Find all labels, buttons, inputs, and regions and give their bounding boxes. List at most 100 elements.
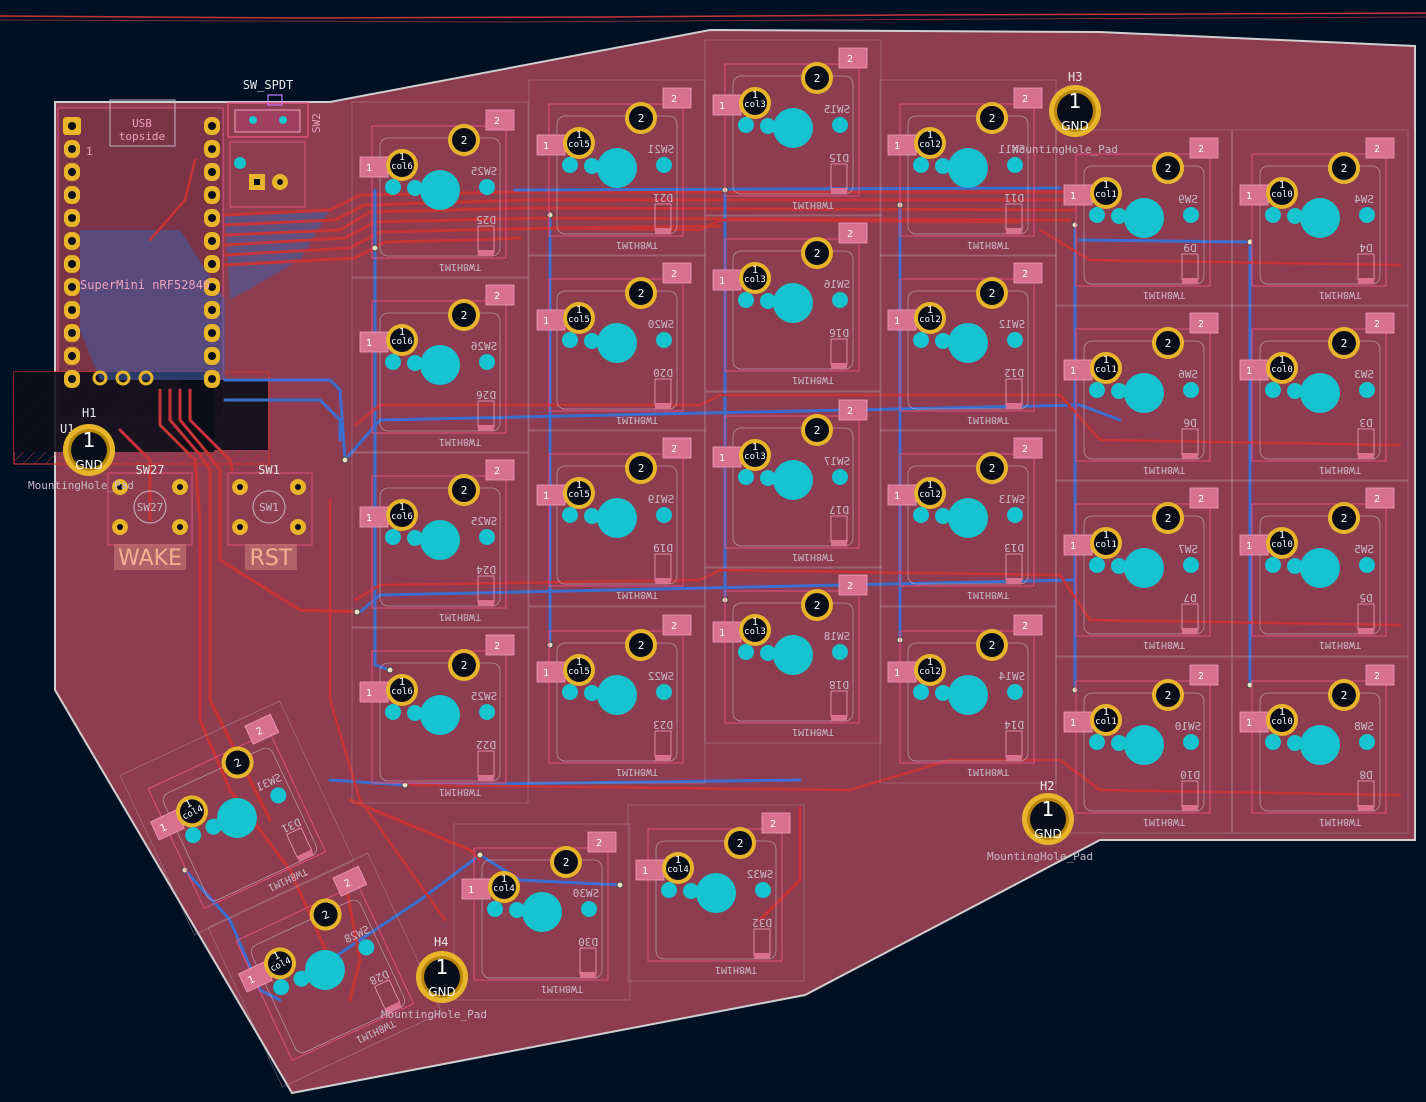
- key-courtyard: [1251, 153, 1387, 287]
- switch-led-pad: [1287, 735, 1303, 751]
- key-courtyard: [1075, 503, 1211, 637]
- pin-number: 2: [638, 287, 645, 300]
- mounting-hole-h1[interactable]: [63, 424, 115, 476]
- diode-ref: D30: [578, 935, 598, 948]
- key-courtyard: [1251, 680, 1387, 814]
- pad-number-1: 1: [1246, 191, 1252, 202]
- hotswap-pad-left: [887, 484, 917, 506]
- pin-number: 1: [752, 265, 758, 276]
- key-courtyard: [1075, 680, 1211, 814]
- column-net-label: col5: [568, 140, 590, 150]
- mcu-label: SuperMini nRF52840: [80, 278, 210, 292]
- rst-label: RST: [250, 546, 293, 571]
- key-courtyard: [724, 63, 860, 197]
- diode-ref: D17: [829, 503, 849, 516]
- key-fab-outline: [1259, 515, 1381, 635]
- diode-pad: [1006, 403, 1022, 409]
- diode-ref: D19: [653, 541, 673, 554]
- switch-led-pad: [760, 470, 776, 486]
- usb-label-2: topside: [119, 130, 165, 143]
- switch-peg-right: [656, 332, 672, 348]
- diode-pad: [478, 250, 494, 256]
- switch-ref: SW20: [648, 318, 675, 331]
- top-edge-trace-2: [0, 16, 1426, 23]
- switch-led-pad: [407, 530, 423, 546]
- key-fab-outline: [732, 602, 854, 722]
- switch-led-pad: [584, 685, 600, 701]
- mounting-hole-h3[interactable]: [1049, 85, 1101, 137]
- fab-ref: TW8H1M1: [1319, 639, 1361, 650]
- pin-number: 1: [399, 152, 405, 163]
- reset-switch[interactable]: [227, 472, 313, 546]
- switch-peg-left: [738, 469, 754, 485]
- column-net-label: col5: [568, 490, 590, 500]
- pin-number: 2: [1165, 337, 1172, 350]
- pin-number: 1: [1279, 707, 1285, 718]
- switch-pin-1-hole: [567, 131, 591, 155]
- mcu-pin-hole: [208, 306, 216, 314]
- switch-pin-2-hole: [980, 281, 1004, 305]
- usb-label-1: USB: [132, 117, 152, 130]
- switch-led-pad: [509, 902, 525, 918]
- key-fab-outline: [162, 747, 318, 901]
- mcu-pin-hole: [68, 306, 76, 314]
- mounting-hole-h4[interactable]: [416, 951, 468, 1003]
- switch-ref: SW14: [998, 670, 1025, 683]
- diode-pad: [831, 363, 847, 369]
- column-net-label: col2: [919, 315, 941, 325]
- switch-pin-1-hole: [666, 856, 690, 880]
- wake-switch[interactable]: [107, 472, 193, 546]
- key-fab-outline: [907, 642, 1029, 762]
- hotswap-pad-right: [662, 87, 692, 109]
- h3-num: 1: [1069, 89, 1082, 113]
- switch-ref: SW9: [1178, 193, 1198, 206]
- pin-number: 2: [1165, 689, 1172, 702]
- switch-pin-2-hole: [452, 128, 476, 152]
- h3-gnd: GND: [1061, 119, 1089, 133]
- mounting-hole-h2[interactable]: [1022, 793, 1074, 845]
- switch-peg-left: [913, 684, 929, 700]
- pad-number-2: 2: [1022, 94, 1028, 105]
- sw27-fab: SW27: [137, 501, 164, 514]
- key-courtyard: [473, 847, 609, 981]
- mcu-black-region-2: [180, 380, 268, 450]
- hotswap-pad-right: [662, 614, 692, 636]
- key-cell-outline: [704, 566, 882, 744]
- pin-number: 1: [1103, 707, 1109, 718]
- pad-number-2: 2: [1374, 319, 1380, 330]
- pad-number-2: 2: [671, 444, 677, 455]
- switch-led-pad: [584, 333, 600, 349]
- battery-connector[interactable]: [229, 141, 306, 208]
- key-courtyard: [899, 453, 1035, 587]
- switch-peg-right: [1183, 382, 1199, 398]
- diode-pad: [1182, 278, 1198, 284]
